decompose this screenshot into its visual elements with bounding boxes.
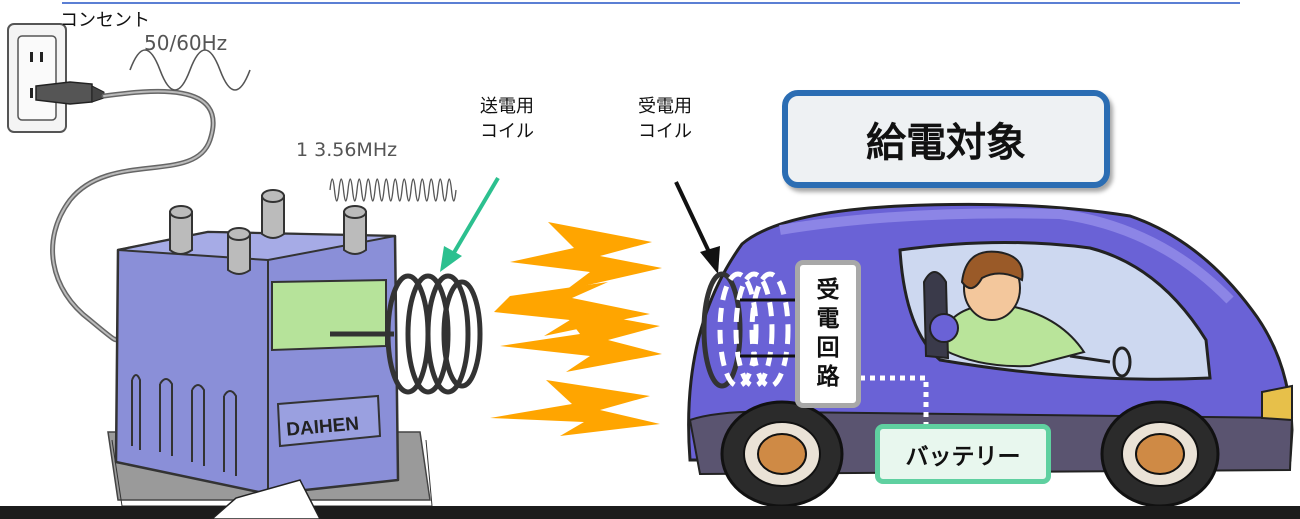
battery-box: バッテリー (875, 424, 1051, 484)
receive-coil-label: 受電用 コイル (638, 94, 692, 144)
receiver-circuit-char-1: 受 (816, 277, 840, 303)
receiver-circuit-char-4: 路 (816, 364, 840, 390)
energy-bolts (490, 222, 662, 436)
receive-coil (701, 271, 800, 389)
circuit-to-battery-link (860, 375, 929, 428)
mains-frequency-label: 50/60Hz (144, 31, 228, 55)
road (0, 506, 1300, 519)
transmit-coil-label-line2: コイル (480, 121, 534, 142)
transmit-coil (330, 273, 483, 395)
unit-display (271, 278, 387, 352)
receiver-circuit-char-3: 回 (816, 335, 840, 361)
receive-coil-label-line1: 受電用 (638, 96, 692, 117)
receiver-circuit-box: 受 電 回 路 (795, 260, 861, 408)
mains-sine-wave (129, 49, 251, 91)
front-wheel (720, 400, 844, 508)
receive-coil-pointer (674, 181, 720, 274)
power-target-box: 給電対象 (782, 90, 1110, 188)
rf-frequency-label: 1 3.56MHz (296, 139, 398, 161)
rf-sine-wave (329, 178, 457, 202)
transmit-coil-label: 送電用 コイル (480, 94, 534, 144)
receiver-circuit-char-2: 電 (816, 306, 840, 332)
battery-label: バッテリー (905, 444, 1021, 470)
rear-wheel (1100, 400, 1220, 508)
power-transmitter-unit (114, 189, 400, 496)
power-target-label: 給電対象 (866, 120, 1026, 166)
wall-outlet (7, 23, 67, 133)
transmit-coil-label-line1: 送電用 (480, 96, 534, 117)
power-plug (35, 81, 105, 105)
outlet-label: コンセント (60, 10, 150, 31)
transmit-coil-pointer (440, 176, 500, 272)
receive-coil-label-line2: コイル (638, 121, 692, 142)
driver (943, 250, 1132, 378)
